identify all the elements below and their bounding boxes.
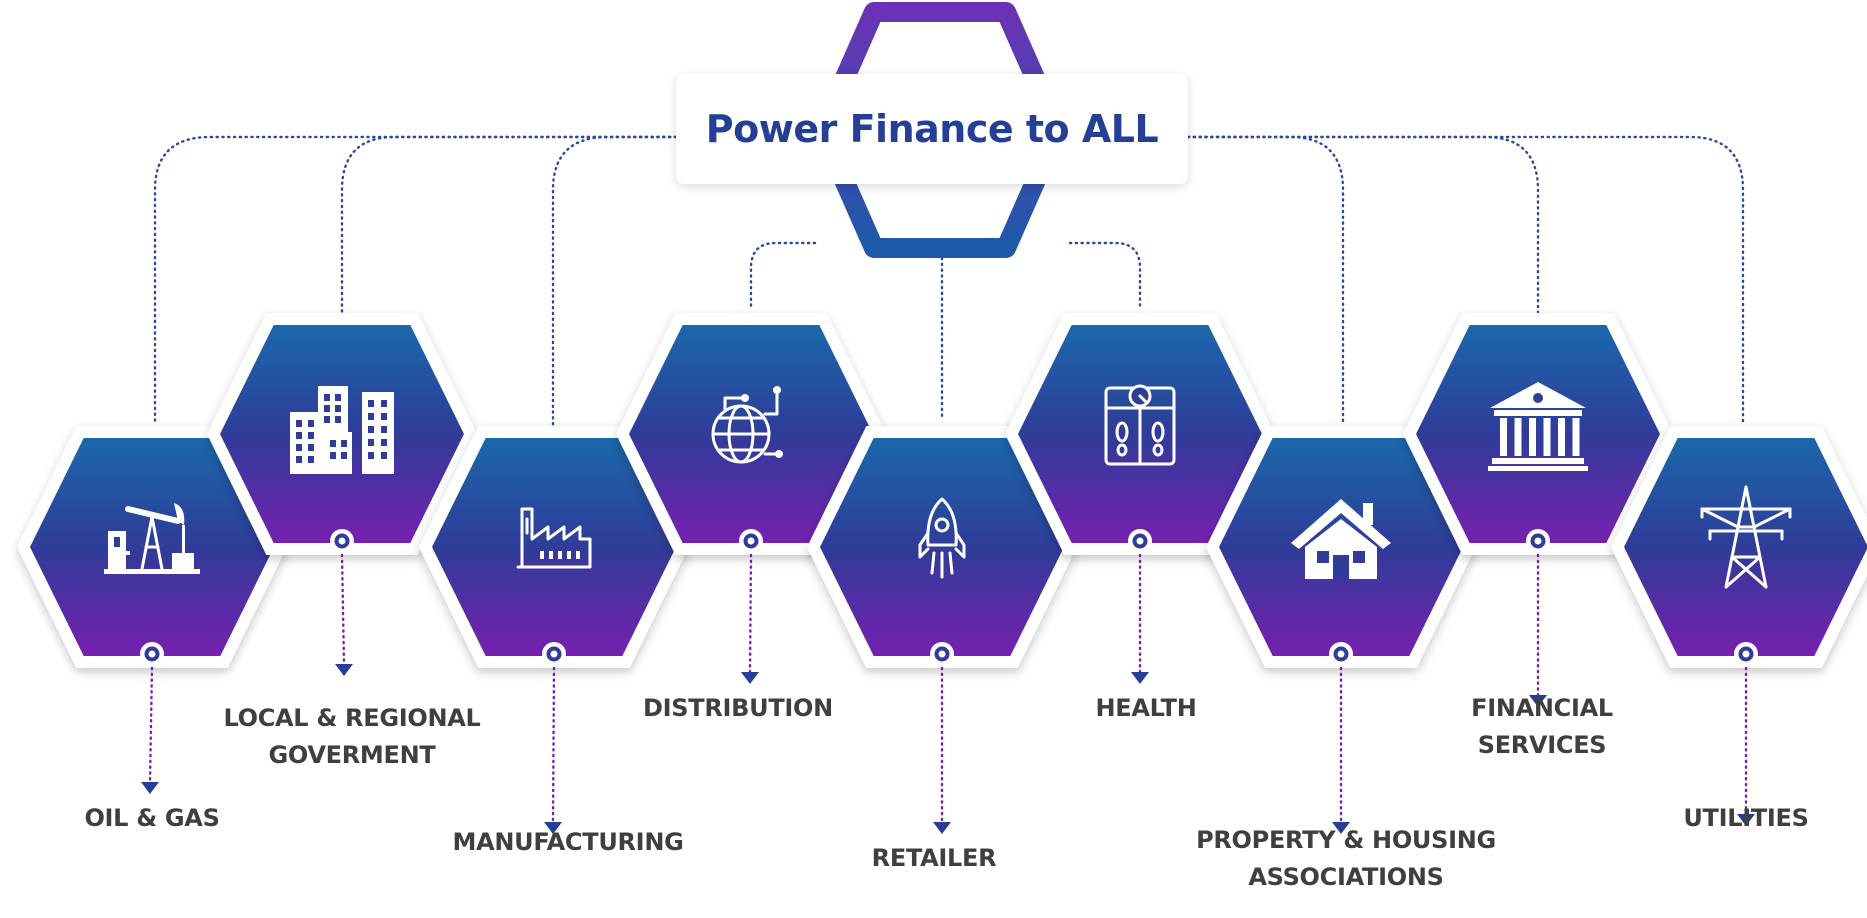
city-buildings-icon [290, 386, 394, 474]
label-weighing-scale: HEALTH [976, 690, 1316, 727]
oil-pump-icon [104, 503, 200, 574]
arrow-head [141, 782, 159, 794]
connector-node-center [550, 650, 558, 658]
label-line: UTILITIES [1683, 804, 1809, 832]
connector-node-center [747, 537, 755, 545]
label-line: HEALTH [1095, 694, 1197, 722]
label-oil-pump: OIL & GAS [0, 800, 322, 837]
drop-line [340, 553, 346, 666]
rocket-icon [918, 497, 966, 579]
title-box: Power Finance to ALL [676, 74, 1188, 184]
connector-node-center [1534, 537, 1542, 545]
connector-line-distribution [749, 241, 817, 308]
connector-node-center [1337, 650, 1345, 658]
connector-node-center [1136, 537, 1144, 545]
diagram-title: Power Finance to ALL [705, 107, 1159, 151]
label-house: PROPERTY & HOUSING ASSOCIATIONS [1176, 822, 1516, 896]
label-line: MANUFACTURING [452, 828, 684, 856]
arrow-head [741, 672, 759, 684]
connector-node-center [938, 650, 946, 658]
connector-line-health [1068, 241, 1142, 308]
label-line: PROPERTY & HOUSING [1196, 826, 1496, 854]
weighing-scale-icon [1104, 384, 1176, 466]
house-icon [1291, 499, 1391, 579]
label-factory: MANUFACTURING [398, 824, 738, 861]
label-line: ASSOCIATIONS [1248, 863, 1444, 891]
label-power-pylon: UTILITIES [1576, 800, 1867, 837]
arrow-head [1737, 814, 1755, 826]
label-line: SERVICES [1477, 731, 1607, 759]
connector-node-center [338, 537, 346, 545]
label-city-buildings: LOCAL & REGIONAL GOVERMENT [182, 700, 522, 774]
label-line: LOCAL & REGIONAL [223, 704, 481, 732]
bank-icon [1488, 382, 1588, 471]
arrow-head [1131, 672, 1149, 684]
connector-node-center [148, 650, 156, 658]
drop-line [551, 666, 556, 824]
connector-line-financial-services [1186, 135, 1540, 314]
globe-network-icon [711, 386, 783, 464]
connector-line-local-government [340, 135, 678, 314]
connector-line-oil-gas [153, 135, 678, 427]
arrow-head [544, 822, 562, 834]
connector-node-center [1742, 650, 1750, 658]
connector-line-manufacturing [551, 135, 678, 427]
arrow-head [1529, 695, 1547, 707]
drop-line [148, 666, 154, 784]
arrow-head [933, 822, 951, 834]
label-globe-network: DISTRIBUTION [568, 690, 908, 727]
connector-line-utilities [1186, 135, 1745, 427]
sector-hexagon [432, 438, 676, 656]
sector-hexagon [1624, 438, 1867, 656]
drop-line [748, 553, 753, 674]
label-line: GOVERMENT [268, 741, 436, 769]
label-line: OIL & GAS [84, 804, 220, 832]
label-rocket: RETAILER [764, 840, 1104, 877]
sector-hexagon [820, 438, 1064, 656]
arrow-head [1332, 822, 1350, 834]
label-line: RETAILER [871, 844, 997, 872]
label-line: DISTRIBUTION [643, 694, 833, 722]
factory-icon [516, 507, 592, 569]
label-bank: FINANCIAL SERVICES [1372, 690, 1712, 764]
label-line: FINANCIAL [1471, 694, 1613, 722]
power-pylon-icon [1700, 485, 1792, 589]
arrow-head [335, 664, 353, 676]
sector-hexagon [1416, 325, 1660, 543]
